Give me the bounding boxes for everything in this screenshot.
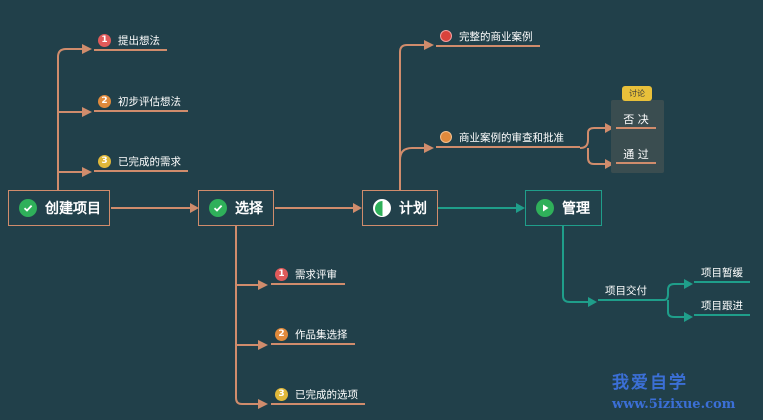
number-3-badge: 3 — [98, 154, 111, 168]
leaf-select-2[interactable]: 2 作品集选择 — [271, 325, 355, 345]
leaf-project-followup[interactable]: 项目跟进 — [694, 296, 750, 316]
connector-select-trunk — [235, 226, 258, 405]
leaf-plan-2[interactable]: 商业案例的审查和批准 — [436, 128, 580, 148]
discussion-group — [611, 100, 664, 173]
node-create-project[interactable]: 创建项目 — [8, 190, 110, 226]
connector-delivery-2 — [667, 300, 684, 318]
leaf-label: 作品集选择 — [295, 328, 348, 341]
play-circle-icon — [536, 199, 554, 217]
leaf-label: 完整的商业案例 — [459, 30, 533, 43]
orange-dot-icon — [440, 131, 452, 143]
leaf-label: 商业案例的审查和批准 — [459, 131, 564, 144]
leaf-label: 初步评估想法 — [118, 95, 181, 108]
leaf-label: 需求评审 — [295, 268, 337, 281]
discussion-tag: 讨论 — [622, 86, 652, 101]
leaf-create-3[interactable]: 3 已完成的需求 — [94, 152, 188, 172]
leaf-label: 项目交付 — [605, 284, 647, 297]
node-select-label: 选择 — [235, 201, 263, 217]
connector-manage-delivery — [562, 226, 588, 303]
option-approve[interactable]: 通 过 — [616, 146, 656, 164]
connector-plan-1 — [399, 44, 424, 190]
node-plan-label: 计划 — [399, 201, 427, 217]
option-reject[interactable]: 否 决 — [616, 111, 656, 129]
node-plan[interactable]: 计划 — [362, 190, 438, 226]
check-circle-icon — [19, 199, 37, 217]
node-select[interactable]: 选择 — [198, 190, 274, 226]
leaf-create-2[interactable]: 2 初步评估想法 — [94, 92, 188, 112]
connector-plan-2 — [399, 147, 424, 161]
connector-create-1 — [57, 48, 82, 190]
leaf-project-delivery[interactable]: 项目交付 — [598, 281, 654, 301]
leaf-project-pause[interactable]: 项目暂缓 — [694, 263, 750, 283]
watermark-url: www.5izixue.com — [612, 397, 736, 412]
leaf-label: 提出想法 — [118, 34, 160, 47]
leaf-label: 已完成的选项 — [295, 388, 358, 401]
leaf-select-1[interactable]: 1 需求评审 — [271, 265, 345, 285]
number-1-badge: 1 — [275, 267, 288, 281]
number-3-badge: 3 — [275, 387, 288, 401]
leaf-select-3[interactable]: 3 已完成的选项 — [271, 385, 365, 405]
leaf-label: 项目暂缓 — [701, 266, 743, 279]
leaf-create-1[interactable]: 1 提出想法 — [94, 31, 167, 51]
number-2-badge: 2 — [275, 327, 288, 341]
leaf-label: 项目跟进 — [701, 299, 743, 312]
half-circle-icon — [373, 199, 391, 217]
leaf-label: 已完成的需求 — [118, 155, 181, 168]
red-dot-icon — [440, 30, 452, 42]
check-circle-icon — [209, 199, 227, 217]
connector-delivery-1 — [654, 283, 684, 301]
number-2-badge: 2 — [98, 94, 111, 108]
watermark-title: 我爱自学 — [612, 373, 688, 393]
node-create-project-label: 创建项目 — [45, 201, 101, 217]
connector-option-1 — [579, 127, 605, 149]
connector-option-2 — [587, 148, 605, 165]
node-manage-label: 管理 — [562, 201, 590, 217]
node-manage[interactable]: 管理 — [525, 190, 602, 226]
leaf-plan-1[interactable]: 完整的商业案例 — [436, 27, 540, 47]
number-1-badge: 1 — [98, 33, 111, 47]
